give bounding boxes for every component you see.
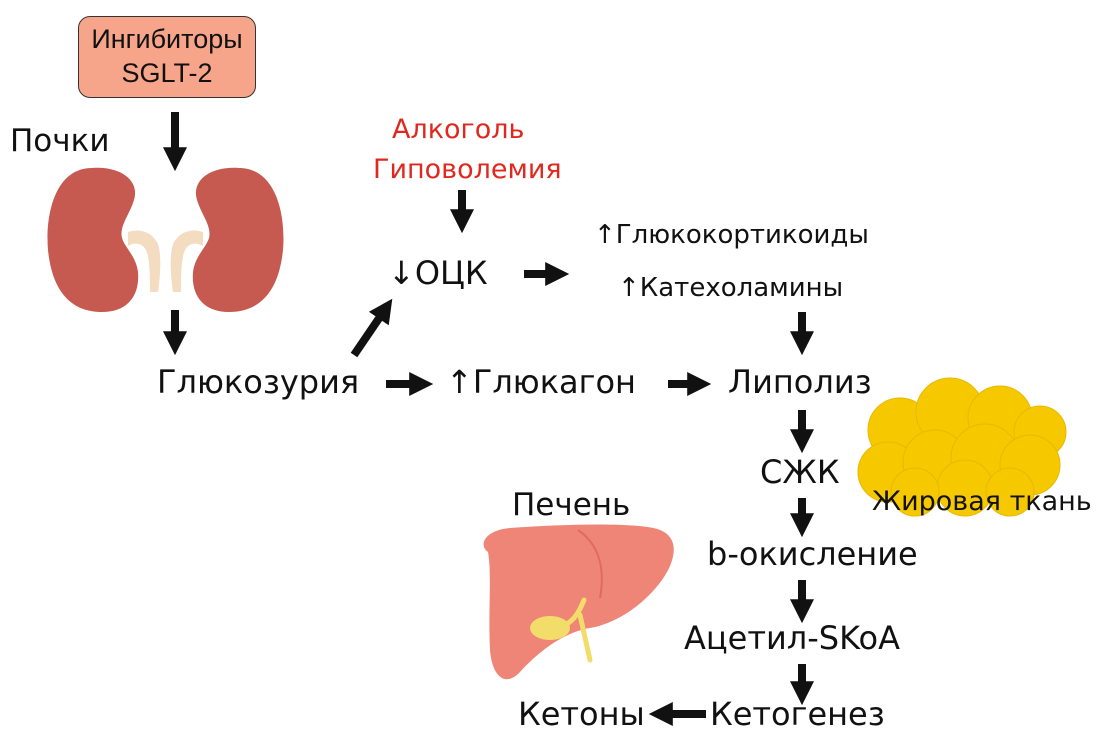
alcohol-label: Алкоголь xyxy=(392,116,524,143)
beta-oxidation-label: b-окисление xyxy=(707,538,918,570)
ffa-label: СЖК xyxy=(760,456,840,488)
catecholamines-label: ↑Катехоламины xyxy=(618,275,843,301)
hypovolemia-label: Гиповолемия xyxy=(373,156,562,183)
liver-label: Печень xyxy=(512,490,630,521)
sglt2-inhibitors-box: Ингибиторы SGLT-2 xyxy=(78,16,256,98)
ketogenesis-label: Кетогенез xyxy=(710,698,885,730)
adipose-tissue-label: Жировая ткань xyxy=(872,488,1092,515)
inhibitor-line-1: Ингибиторы xyxy=(91,23,242,57)
kidneys-label: Почки xyxy=(10,126,109,157)
glucosuria-label: Глюкозурия xyxy=(157,366,359,398)
kidneys-illustration xyxy=(48,168,284,312)
glucagon-label: ↑Глюкагон xyxy=(446,366,636,398)
inhibitor-line-2: SGLT-2 xyxy=(121,57,212,91)
liver-illustration xyxy=(484,525,674,680)
glucocorticoids-label: ↑Глюкокортикоиды xyxy=(594,222,869,248)
bcv-decrease-label: ↓ОЦК xyxy=(388,257,488,289)
acetyl-coa-label: Ацетил-SKoA xyxy=(684,622,900,654)
lipolysis-label: Липолиз xyxy=(728,366,872,398)
ketones-label: Кетоны xyxy=(518,698,645,730)
